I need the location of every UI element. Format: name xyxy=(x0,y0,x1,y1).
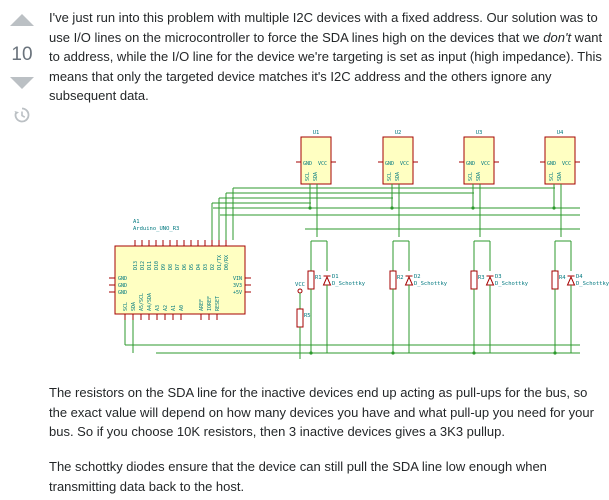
device-ref: U2 xyxy=(395,130,402,136)
pin-label: D0/RX xyxy=(224,255,230,270)
resistor-body xyxy=(551,270,559,290)
pin-label: D1/TX xyxy=(217,255,223,270)
diode-value: D_Schottky xyxy=(332,281,366,287)
pin-label: D5 xyxy=(189,264,195,270)
pin-label: VCC xyxy=(481,161,490,167)
arduino-body xyxy=(114,245,246,315)
diode-body xyxy=(566,275,576,286)
answer-paragraph-3: The schottky diodes ensure that the devi… xyxy=(49,459,547,494)
history-clock-icon[interactable] xyxy=(13,106,31,124)
pin-label: GND xyxy=(303,161,312,167)
pin-label: SCL xyxy=(123,302,129,311)
pin-label: +5V xyxy=(233,290,242,296)
pin-label: VIN xyxy=(233,276,242,282)
pin-label: GND xyxy=(466,161,475,167)
pin-label: SCL xyxy=(468,172,474,181)
arduino-value: Arduino_UNO_R3 xyxy=(133,226,179,232)
pin-label: D9 xyxy=(161,264,167,270)
diode-ref: D3 xyxy=(495,274,502,280)
pin-label: D2 xyxy=(210,264,216,270)
arduino-ref: A1 xyxy=(133,219,140,225)
device-ref: U3 xyxy=(476,130,483,136)
answer-text: I've just run into this problem with mul… xyxy=(49,10,598,45)
pin-label: VCC xyxy=(562,161,571,167)
diode-ref: D4 xyxy=(576,274,583,280)
pin-label: A2 xyxy=(163,305,169,311)
junction-dot xyxy=(309,351,313,355)
diode-ref: D1 xyxy=(332,274,339,280)
answer-paragraph-2: The resistors on the SDA line for the in… xyxy=(49,385,594,439)
pin-label: GND xyxy=(118,283,127,289)
diode-value: D_Schottky xyxy=(414,281,448,287)
junction-dot xyxy=(553,351,557,355)
resistor-body xyxy=(470,270,478,290)
diode-ref: D2 xyxy=(414,274,421,280)
pin-label: SDA xyxy=(476,172,482,181)
pin-label: 3V3 xyxy=(233,283,242,289)
pin-label: D8 xyxy=(168,264,174,270)
ic-body xyxy=(382,136,414,185)
pin-label: SCL xyxy=(549,172,555,181)
emphasis-text: don't xyxy=(543,29,572,45)
diode-body xyxy=(485,275,495,286)
pin-label: SDA xyxy=(131,302,137,311)
pin-label: D7 xyxy=(175,264,181,270)
pin-label: A4/SDA xyxy=(147,293,153,311)
pin-label: D3 xyxy=(203,264,209,270)
pin-label: RESET xyxy=(215,296,221,311)
vcc-label: VCC xyxy=(295,282,305,288)
diode-value: D_Schottky xyxy=(495,281,529,287)
pin-label: SCL xyxy=(387,172,393,181)
junction-dot xyxy=(391,351,395,355)
diode-body xyxy=(404,275,414,286)
pin-label: A5/SCL xyxy=(139,293,145,311)
resistor-ref: R4 xyxy=(559,275,566,281)
resistor-body xyxy=(389,270,397,290)
pin-label: D10 xyxy=(154,261,160,270)
device-ref: U1 xyxy=(313,130,320,136)
junction-dot xyxy=(472,351,476,355)
device-ref: U4 xyxy=(557,130,564,136)
diode-body xyxy=(322,275,332,286)
pin-label: GND xyxy=(547,161,556,167)
resistor-ref: R2 xyxy=(397,275,404,281)
vote-column: 10 xyxy=(0,0,44,500)
pin-label: A3 xyxy=(155,305,161,311)
pin-label: GND xyxy=(118,290,127,296)
downvote-arrow-icon[interactable] xyxy=(10,77,34,89)
pin-label: VCC xyxy=(318,161,327,167)
pin-label: SCL xyxy=(305,172,311,181)
answer-paragraph-1: I've just run into this problem with mul… xyxy=(49,8,605,106)
pin-label: A0 xyxy=(179,305,185,311)
pin-label: D4 xyxy=(196,264,202,270)
pin-label: SDA xyxy=(395,172,401,181)
resistor-ref: R3 xyxy=(478,275,485,281)
pin-label: VCC xyxy=(400,161,409,167)
pin-label: D13 xyxy=(133,261,139,270)
ic-body xyxy=(463,136,495,185)
pin-label: SDA xyxy=(557,172,563,181)
r5-ref: R5 xyxy=(304,313,311,319)
resistor-ref: R1 xyxy=(315,275,322,281)
ic-body xyxy=(544,136,576,185)
ic-body xyxy=(300,136,332,185)
pin-label: D6 xyxy=(182,264,188,270)
pin-label: SDA xyxy=(313,172,319,181)
pin-label: AREF xyxy=(199,299,205,311)
pin-label: GND xyxy=(118,276,127,282)
pin-label: GND xyxy=(385,161,394,167)
pin-label: A1 xyxy=(171,305,177,311)
answer-text: want to address, while the I/O line for … xyxy=(49,29,603,104)
resistor-body xyxy=(307,270,315,290)
vote-score: 10 xyxy=(11,44,33,65)
diode-value: D_Schottky xyxy=(576,281,609,287)
pin-label: D12 xyxy=(140,261,146,270)
vcc-port xyxy=(297,288,303,294)
pin-label: D11 xyxy=(147,261,153,270)
upvote-arrow-icon[interactable] xyxy=(10,14,34,26)
pin-label: IOREF xyxy=(207,296,213,311)
r5-body xyxy=(296,308,304,328)
